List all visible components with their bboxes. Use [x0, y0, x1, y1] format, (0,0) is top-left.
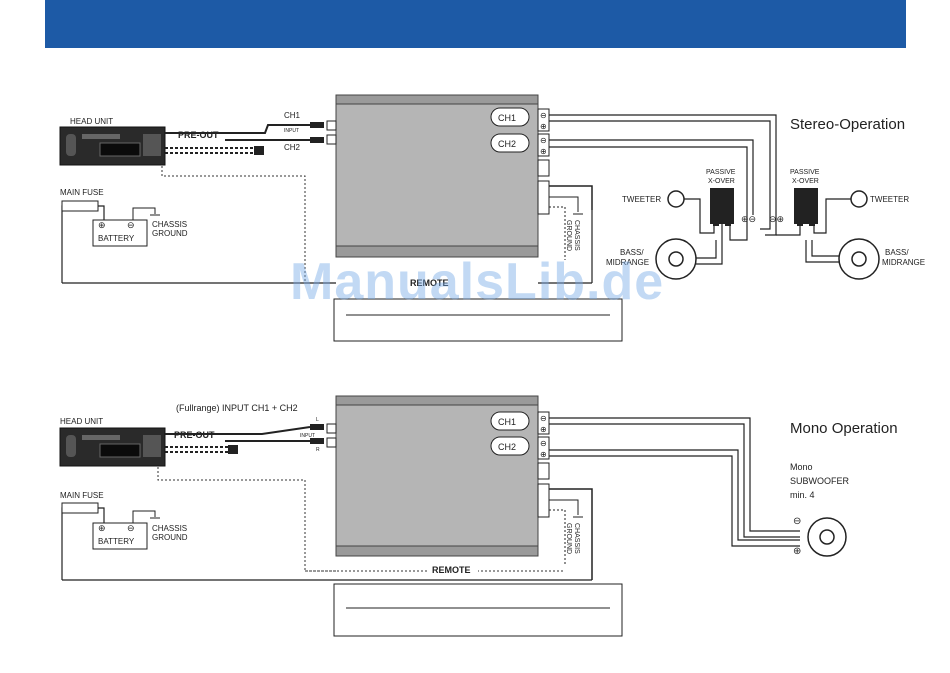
main-fuse-label-mono: MAIN FUSE	[60, 491, 104, 500]
amp-ch1-label: CH1	[498, 113, 516, 123]
battery-mono: ⊕ ⊖	[92, 522, 148, 550]
svg-text:⊖: ⊖	[793, 516, 801, 527]
ch1-input-label: CH1	[284, 111, 301, 120]
amp-ground-label: GROUND	[565, 220, 572, 251]
stereo-title: Stereo-Operation	[790, 116, 905, 133]
svg-text:⊖: ⊖	[127, 220, 135, 230]
ground-label: GROUND	[152, 229, 188, 238]
head-unit-mono	[59, 427, 166, 467]
svg-text:⊕: ⊕	[540, 425, 547, 434]
tweeter-right	[850, 190, 868, 208]
svg-text:⊕: ⊕	[540, 450, 547, 459]
subwoofer	[807, 517, 847, 557]
mono-title: Mono Operation	[790, 420, 898, 437]
xover-label-right: X-OVER	[792, 178, 819, 185]
tweeter-label-left: TWEETER	[622, 195, 661, 204]
passive-label-left: PASSIVE	[706, 169, 736, 176]
woofer-left	[655, 238, 697, 280]
chassis-label: CHASSIS	[152, 220, 187, 229]
stereo-diagram: HEAD UNIT PRE-OUT CH1 INPUT CH2	[59, 94, 925, 342]
amplifier	[326, 94, 550, 258]
main-fuse-label: MAIN FUSE	[60, 188, 104, 197]
svg-text:⊕: ⊕	[98, 523, 106, 533]
amp-chassis-label: CHASSIS	[573, 220, 580, 251]
amp-ch1-label-mono: CH1	[498, 417, 516, 427]
ground-label-mono: GROUND	[152, 533, 188, 542]
tweeter-label-right: TWEETER	[870, 195, 909, 204]
bass-label-right: BASS/	[885, 248, 909, 257]
svg-text:⊖: ⊖	[540, 414, 547, 423]
svg-text:⊖: ⊖	[127, 523, 135, 533]
battery-label: BATTERY	[98, 234, 135, 243]
head-unit-label: HEAD UNIT	[70, 117, 113, 126]
amp-ch2-label-mono: CH2	[498, 442, 516, 452]
svg-text:⊖: ⊖	[540, 111, 547, 120]
midrange-label-left: MIDRANGE	[606, 258, 649, 267]
svg-text:⊖⊕: ⊖⊕	[769, 214, 784, 224]
svg-text:⊕: ⊕	[540, 122, 547, 131]
svg-text:⊕⊖: ⊕⊖	[741, 214, 756, 224]
head-unit	[59, 126, 166, 166]
sub-min-label: min. 4	[790, 490, 815, 500]
woofer-right	[838, 238, 880, 280]
pre-out-label: PRE-OUT	[178, 130, 219, 140]
svg-text:⊕: ⊕	[540, 147, 547, 156]
watermark: ManualsLib.de	[290, 253, 665, 311]
r-label: R	[316, 447, 320, 453]
bass-label-left: BASS/	[620, 248, 644, 257]
amp-ch2-label: CH2	[498, 139, 516, 149]
crossover-left	[710, 188, 734, 226]
battery: ⊕ ⊖	[92, 219, 148, 247]
svg-text:⊖: ⊖	[540, 136, 547, 145]
amp-chassis-label-mono: CHASSIS	[573, 523, 580, 554]
l-label: L	[316, 417, 319, 423]
crossover-right	[794, 188, 818, 226]
sub-subwoofer-label: SUBWOOFER	[790, 476, 850, 486]
xover-label-left: X-OVER	[708, 178, 735, 185]
remote-label: REMOTE	[410, 278, 449, 288]
input-label: INPUT	[284, 128, 299, 134]
mono-diagram: HEAD UNIT PRE-OUT (Fullrange) INPUT CH1 …	[59, 395, 898, 637]
midrange-label-right: MIDRANGE	[882, 258, 925, 267]
sub-mono-label: Mono	[790, 462, 813, 472]
header-banner	[45, 0, 906, 48]
amp-ground-label-mono: GROUND	[565, 523, 572, 554]
tweeter-left	[667, 190, 685, 208]
passive-label-right: PASSIVE	[790, 169, 820, 176]
remote-label-mono: REMOTE	[432, 565, 471, 575]
svg-text:⊕: ⊕	[793, 546, 801, 557]
battery-label-mono: BATTERY	[98, 537, 135, 546]
amplifier-mono	[326, 395, 550, 557]
input-label-mono: INPUT	[300, 433, 315, 439]
svg-text:⊕: ⊕	[98, 220, 106, 230]
head-unit-label-mono: HEAD UNIT	[60, 417, 103, 426]
chassis-label-mono: CHASSIS	[152, 524, 187, 533]
svg-text:⊖: ⊖	[540, 439, 547, 448]
fullrange-input-label: (Fullrange) INPUT CH1 + CH2	[176, 403, 298, 413]
ch2-input-label: CH2	[284, 143, 301, 152]
